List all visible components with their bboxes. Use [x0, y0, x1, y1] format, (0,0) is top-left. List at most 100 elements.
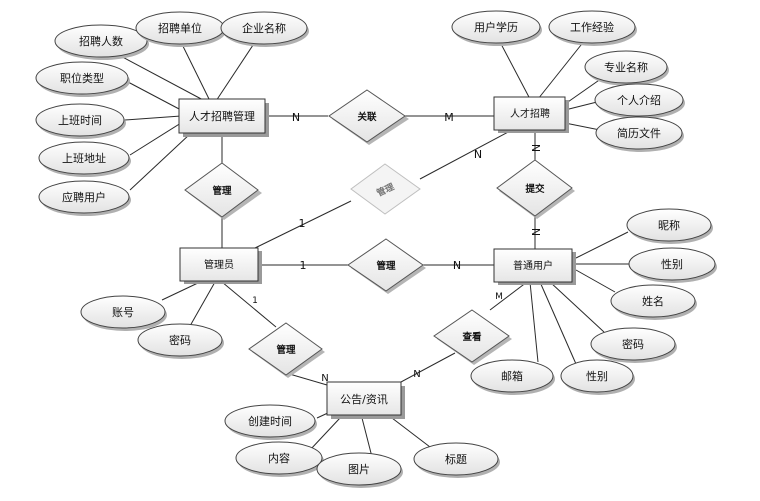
relationship-submit[interactable]: 提交	[496, 159, 575, 219]
attr-admin-password: 密码	[137, 323, 224, 359]
attr-apply-user: 应聘用户	[38, 180, 131, 216]
edge-self-intro	[564, 101, 598, 111]
relationship-manage-user[interactable]: 管理	[347, 238, 426, 294]
attr-full-name: 姓名	[610, 284, 697, 320]
attr-create-time: 创建时间	[224, 404, 317, 440]
relationship-associate[interactable]: 关联	[328, 89, 409, 145]
attr-work-address-label: 上班地址	[62, 151, 106, 165]
attr-content: 内容	[235, 441, 324, 477]
attr-user-education-label: 用户学历	[474, 20, 518, 34]
attr-email-label: 邮箱	[501, 369, 523, 383]
card-user-1: 1	[300, 259, 307, 272]
attr-work-time-label: 上班时间	[58, 114, 102, 127]
card-view-n: N	[413, 369, 420, 380]
attr-title-label: 标题	[445, 452, 467, 466]
entity-announcement[interactable]: 公告/资讯	[326, 381, 405, 419]
attr-admin-account-label: 账号	[112, 306, 134, 319]
edge-admin-recruit-manage	[254, 200, 352, 249]
attr-title: 标题	[413, 442, 500, 478]
attr-work-experience: 工作经验	[548, 10, 637, 46]
edge-user-password	[549, 281, 605, 333]
edge-fullname	[575, 269, 616, 293]
entity-talent-recruit[interactable]: 人才招聘	[493, 96, 569, 133]
attr-user-gender-2-label: 性别	[586, 369, 608, 383]
entity-normal-user-label: 普通用户	[513, 259, 553, 272]
attr-major-name: 专业名称	[584, 50, 669, 86]
edge-account	[161, 281, 201, 301]
cardinalities: N M N 1 N N 1 N 1 N M N	[252, 111, 542, 384]
attr-major-name-label: 专业名称	[604, 60, 648, 74]
card-recruit-1: 1	[299, 217, 306, 230]
edge-work-address	[129, 122, 182, 156]
attr-job-type: 职位类型	[35, 61, 130, 97]
attr-recruit-count-label: 招聘人数	[79, 34, 123, 48]
edge-work-time	[124, 115, 182, 121]
attr-recruit-count: 招聘人数	[54, 24, 149, 60]
attr-self-intro-label: 个人介绍	[617, 93, 661, 107]
attr-company-name-label: 企业名称	[242, 21, 286, 35]
card-announce-n: N	[321, 373, 328, 384]
edges	[99, 29, 630, 458]
attr-user-gender-label: 性别	[661, 257, 683, 271]
relationship-manage-talent[interactable]: 管理	[184, 162, 262, 220]
edge-title	[391, 417, 431, 448]
attr-admin-password-label: 密码	[169, 333, 191, 347]
relationship-view-label: 查看	[461, 331, 482, 343]
edge-view-announce	[400, 352, 456, 383]
attr-job-type-label: 职位类型	[60, 71, 104, 85]
attr-nickname: 昵称	[626, 208, 713, 244]
attr-user-education: 用户学历	[451, 10, 542, 46]
card-assoc-n: N	[292, 111, 300, 124]
edge-apply-user	[129, 133, 191, 191]
edge-resume	[564, 122, 601, 131]
edge-announce-manage-announce	[285, 372, 328, 386]
attr-work-experience-label: 工作经验	[570, 20, 614, 34]
attr-resume-file: 简历文件	[595, 116, 684, 152]
attr-create-time-label: 创建时间	[248, 414, 292, 428]
attr-user-gender-2: 性别	[560, 359, 635, 395]
edge-user-view	[489, 281, 528, 311]
attr-nickname-label: 昵称	[658, 218, 680, 232]
attr-user-password: 密码	[590, 327, 677, 363]
card-announce-1: 1	[252, 296, 258, 306]
attr-work-time: 上班时间	[35, 103, 126, 139]
attr-email: 邮箱	[470, 359, 555, 395]
edge-content	[309, 417, 341, 451]
relationship-manage-announce[interactable]: 管理	[248, 322, 325, 378]
attr-recruit-unit-label: 招聘单位	[158, 21, 202, 35]
entity-normal-user[interactable]: 普通用户	[493, 248, 576, 285]
attr-self-intro: 个人介绍	[594, 83, 685, 119]
card-recruit-n: N	[474, 148, 482, 161]
card-user-n: N	[453, 259, 461, 272]
attr-user-gender: 性别	[628, 247, 717, 283]
attr-picture-label: 图片	[348, 463, 370, 476]
edge-experience	[537, 39, 586, 100]
entity-admin-label: 管理员	[204, 258, 234, 271]
attr-work-address: 上班地址	[38, 141, 131, 177]
card-view-m: M	[495, 292, 503, 302]
entity-talent-recruit-manage-label: 人才招聘管理	[189, 109, 255, 123]
edge-email	[529, 281, 539, 363]
relationship-submit-label: 提交	[525, 183, 545, 195]
edge-nickname	[575, 231, 629, 259]
attr-full-name-label: 姓名	[642, 294, 664, 308]
attr-user-password-label: 密码	[622, 337, 644, 351]
entity-admin[interactable]: 管理员	[179, 247, 262, 284]
attributes: 招聘人数 招聘单位 企业名称 职位类型 上班时间 上班地址	[35, 10, 717, 488]
edge-admin-password	[189, 281, 216, 327]
attr-content-label: 内容	[268, 451, 290, 465]
entity-announcement-label: 公告/资讯	[340, 393, 388, 406]
relationship-manage-talent-label: 管理	[212, 185, 232, 197]
attr-resume-file-label: 简历文件	[617, 126, 661, 140]
edge-gender-2	[539, 281, 577, 365]
edge-job-type	[127, 81, 182, 111]
attr-apply-user-label: 应聘用户	[62, 190, 106, 204]
relationship-manage-recruit[interactable]: 管理	[350, 163, 421, 215]
card-submit-n2: N	[529, 228, 542, 236]
relationship-manage-announce-label: 管理	[276, 344, 296, 356]
relationship-associate-label: 关联	[357, 111, 377, 123]
entity-talent-recruit-manage[interactable]: 人才招聘管理	[178, 98, 269, 137]
entity-talent-recruit-label: 人才招聘	[510, 107, 550, 120]
relationship-view[interactable]: 查看	[433, 309, 512, 365]
